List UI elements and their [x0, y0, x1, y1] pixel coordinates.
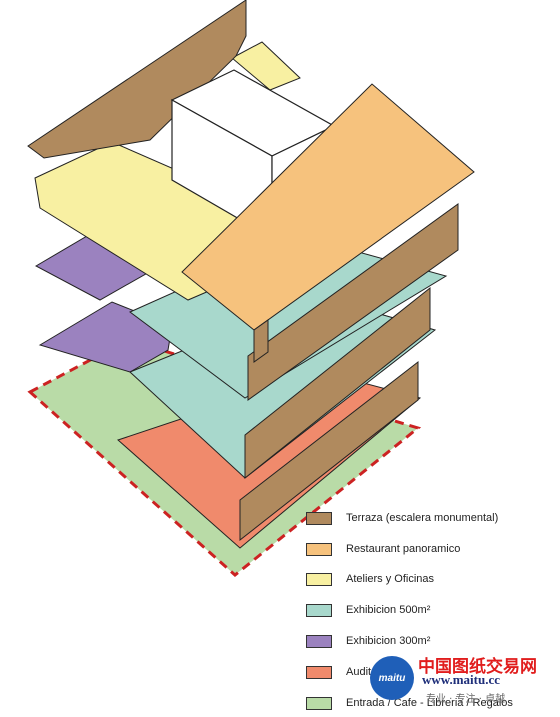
legend-item: Ateliers y Oficinas: [306, 569, 434, 589]
legend-item: Entrada / Cafe - Libreria / Regalos: [306, 693, 513, 713]
watermark-slogan: 专业 · 专注 · 卓越: [426, 694, 506, 705]
legend-label: Exhibicion 300m²: [346, 635, 431, 647]
floor-terraza: [27, 0, 247, 159]
legend-label: Ateliers y Oficinas: [346, 573, 435, 585]
wall-exhibicion500-upper: [247, 203, 459, 401]
legend-item: Exhibicion 300m²: [306, 631, 430, 651]
watermark-badge: maitu: [378, 672, 406, 684]
legend-item: Terraza (escalera monumental): [306, 508, 498, 528]
legend-swatch: [306, 634, 332, 648]
watermark-title: 中国图纸交易网: [418, 657, 537, 677]
wall-restaurant: [253, 319, 269, 363]
wall-auditorio: [239, 360, 419, 542]
legend-label: Exhibicion 500m²: [346, 604, 431, 616]
legend-swatch: [306, 665, 332, 679]
floor-restaurant: [181, 83, 475, 331]
legend-label: Entrada / Cafe - Libreria / Regalos: [346, 697, 513, 709]
legend-swatch: [306, 542, 332, 556]
floor-ateliers-top: [231, 41, 301, 91]
legend-swatch: [306, 696, 332, 710]
legend-swatch: [306, 511, 332, 525]
legend-item: Exhibicion 500m²: [306, 600, 430, 620]
legend-label: Terraza (escalera monumental): [346, 512, 499, 524]
legend-label: Restaurant panoramico: [346, 543, 461, 555]
watermark-logo: maitu: [370, 656, 414, 700]
legend-swatch: [306, 572, 332, 586]
legend-swatch: [306, 603, 332, 617]
legend-item: Restaurant panoramico: [306, 539, 460, 559]
watermark: maitu 中国图纸交易网 www.maitu.cc 专业 · 专注 · 卓越: [370, 648, 550, 708]
wall-exhibicion500-lower: [244, 286, 431, 480]
watermark-url[interactable]: www.maitu.cc: [422, 672, 500, 687]
